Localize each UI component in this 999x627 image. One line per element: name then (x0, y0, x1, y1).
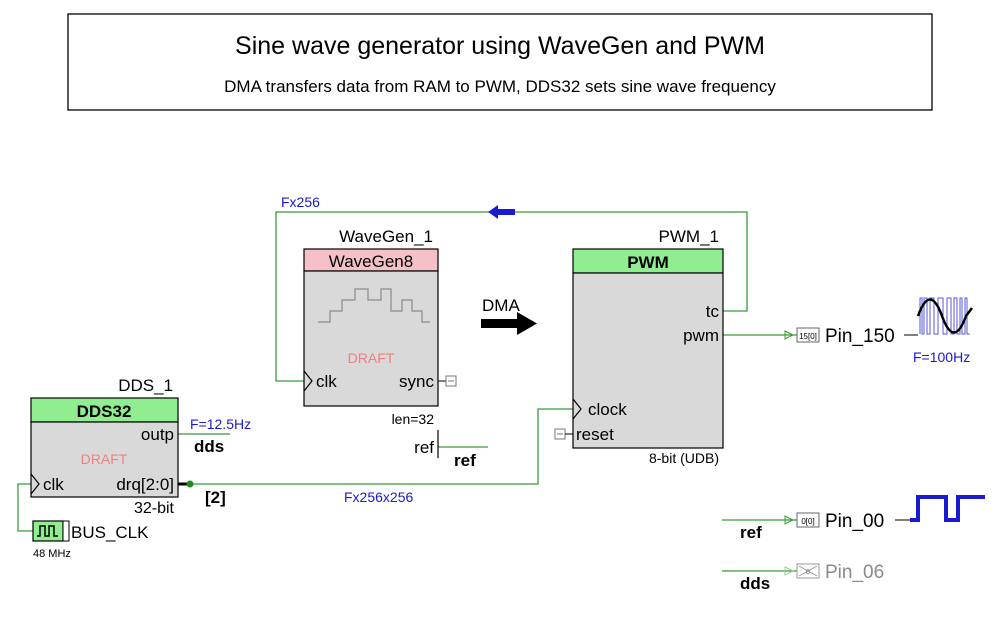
pwm-port-tc: tc (706, 302, 720, 321)
dds-instance-label: DDS_1 (118, 376, 173, 395)
pin-06[interactable]: 0 Pin_06 (784, 562, 884, 583)
square-wave-icon (910, 495, 985, 522)
dds-port-clk: clk (43, 475, 64, 494)
wavegen-waveform-icon (318, 288, 430, 323)
page-subtitle: DMA transfers data from RAM to PWM, DDS3… (224, 77, 776, 96)
pwm-resolution-label: 8-bit (UDB) (649, 450, 719, 466)
pwm-port-clock: clock (588, 400, 627, 419)
wavegen-len-label: len=32 (392, 411, 435, 427)
pwm-reset-terminal-icon (554, 428, 573, 440)
wavegen-component[interactable]: WaveGen_1 WaveGen8 DRAFT clk sync len=32… (303, 227, 457, 458)
pin-150-name: Pin_150 (825, 326, 895, 347)
bus-clock-component[interactable]: BUS_CLK 48 MHz (32, 520, 149, 560)
dds-draft-watermark: DRAFT (81, 451, 128, 467)
wavegen-port-clk: clk (316, 372, 337, 391)
net-label-fx256x256: Fx256x256 (344, 489, 413, 505)
wavegen-type-label: WaveGen8 (329, 252, 413, 271)
net-label-fx256: Fx256 (281, 194, 320, 210)
clock-freq: 48 MHz (33, 548, 71, 560)
dds-component[interactable]: DDS_1 DDS32 DRAFT outp clk drq[2:0] 32-b… (30, 376, 179, 517)
clock-icon (32, 520, 70, 542)
dma-arrow: DMA (481, 296, 537, 335)
dds-freq-note: F=12.5Hz (190, 416, 251, 432)
wavegen-sync-terminal-icon (438, 375, 457, 387)
dds-type-label: DDS32 (77, 402, 132, 421)
pwm-component[interactable]: PWM_1 PWM tc pwm clock reset 8-bit (UDB) (554, 227, 724, 466)
drq-bus-index: [2] (205, 488, 226, 507)
wavegen-port-sync: sync (399, 372, 434, 391)
pin-06-net-label: dds (740, 574, 770, 593)
dds-width-label: 32-bit (134, 500, 175, 517)
dds-port-drq: drq[2:0] (116, 475, 174, 494)
feedback-arrow-icon (488, 205, 515, 219)
sine-pwm-waveform-icon (916, 296, 974, 335)
pin-150-freq-note: F=100Hz (913, 349, 970, 365)
pwm-clock-triangle-icon (572, 398, 582, 420)
drq-junction (186, 480, 194, 488)
pin-06-arrow-icon (784, 566, 795, 576)
pin-00-arrow-icon (784, 515, 795, 525)
title-box: Sine wave generator using WaveGen and PW… (67, 13, 933, 111)
wavegen-instance-label: WaveGen_1 (339, 227, 433, 246)
page-title: Sine wave generator using WaveGen and PW… (235, 32, 765, 60)
pwm-port-pwm: pwm (683, 326, 719, 345)
dds-port-outp: outp (141, 425, 174, 444)
pin-00-net-label: ref (740, 523, 762, 542)
wavegen-port-ref: ref (414, 438, 434, 457)
wavegen-draft-watermark: DRAFT (348, 350, 395, 366)
wire-drq-to-clock[interactable] (185, 408, 576, 485)
pwm-instance-label: PWM_1 (659, 227, 719, 246)
dma-arrow-icon (517, 312, 537, 335)
pin-06-index: 0 (806, 569, 810, 576)
pwm-type-label: PWM (627, 253, 669, 272)
dma-label: DMA (482, 296, 520, 315)
pwm-port-reset: reset (576, 425, 614, 444)
wavegen-ref-net-label: ref (454, 451, 476, 470)
pin-00[interactable]: 0[0] Pin_00 (784, 495, 985, 532)
pin-00-name: Pin_00 (825, 511, 884, 532)
wire-busclk-to-dds[interactable] (17, 483, 33, 532)
pin-00-index: 0[0] (801, 517, 814, 526)
clock-name: BUS_CLK (71, 523, 149, 542)
wavegen-clk-triangle-icon (303, 370, 313, 392)
pin-150-arrow-icon (784, 330, 795, 340)
dds-clk-triangle-icon (30, 473, 40, 495)
pin-150-index: 15[0] (799, 332, 817, 341)
pin-150[interactable]: 15[0] Pin_150 F=100Hz (784, 296, 974, 365)
pin-06-name: Pin_06 (825, 562, 884, 583)
dds-net-label: dds (194, 437, 224, 456)
